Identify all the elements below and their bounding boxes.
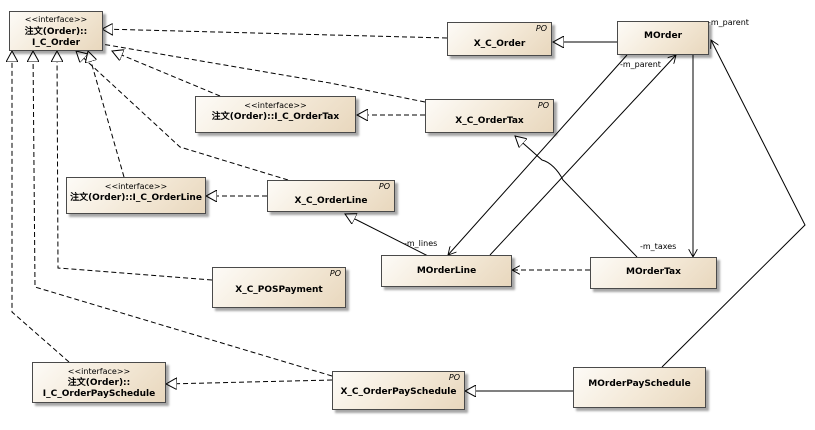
- class-name-line1: 注文(Order)::: [24, 27, 88, 37]
- realize-xcorderpayschedule-icorder: [33, 51, 333, 377]
- generalize-morderline-xcorderline: [345, 214, 431, 258]
- class-i-c-orderline: <<interface>> 注文(Order)::I_C_OrderLine: [66, 177, 206, 214]
- generalize-mordertax-xcordertax: [515, 136, 638, 258]
- class-name: MOrderTax: [626, 267, 681, 277]
- stereotype-label: <<interface>>: [104, 182, 168, 191]
- class-i-c-ordertax: <<interface>> 注文(Order)::I_C_OrderTax: [195, 96, 356, 133]
- realize-icordertax-icorder: [112, 51, 221, 97]
- class-morderpayschedule: MOrderPaySchedule: [573, 367, 706, 408]
- role-m-parent-mid: -m_parent: [620, 60, 661, 69]
- class-name: X_C_OrderPaySchedule: [340, 387, 457, 397]
- class-x-c-orderpayschedule: PO X_C_OrderPaySchedule: [332, 371, 465, 410]
- class-name: X_C_POSPayment: [235, 285, 323, 295]
- po-tag: PO: [535, 24, 547, 33]
- po-tag: PO: [378, 182, 390, 191]
- po-tag: PO: [448, 373, 460, 382]
- assoc-morderline-morder: [489, 55, 676, 256]
- realize-icorderline-icorder: [88, 51, 125, 178]
- class-x-c-ordertax: PO X_C_OrderTax: [425, 99, 554, 133]
- role-m-lines: -m_lines: [404, 239, 438, 248]
- class-morder: MOrder: [617, 21, 709, 55]
- assoc-morder-morderline: [448, 54, 628, 255]
- class-name-line1: 注文(Order)::: [67, 378, 131, 388]
- class-i-c-order: <<interface>> 注文(Order):: I_C_Order: [9, 11, 103, 51]
- realize-xcorderpayschedule-icorderpayschedule: [166, 380, 333, 384]
- class-name: X_C_OrderTax: [455, 116, 524, 126]
- realize-xcpospayment-icorder: [57, 51, 213, 281]
- realize-icorderpayschedule-icorder: [12, 51, 70, 363]
- assoc-morderpayschedule-morder: [661, 40, 806, 368]
- class-name-line2: I_C_OrderPaySchedule: [42, 389, 156, 399]
- stereotype-label: <<interface>>: [24, 15, 88, 24]
- po-tag: PO: [329, 269, 341, 278]
- class-x-c-order: PO X_C_Order: [447, 22, 552, 56]
- stereotype-label: <<interface>>: [244, 101, 307, 110]
- class-x-c-pospayment: PO X_C_POSPayment: [212, 267, 346, 308]
- realize-xcorder-icorder: [102, 29, 448, 39]
- role-m-taxes: -m_taxes: [640, 242, 677, 251]
- class-mordertax: MOrderTax: [590, 257, 717, 289]
- class-name: MOrderLine: [416, 266, 477, 276]
- class-i-c-orderpayschedule: <<interface>> 注文(Order):: I_C_OrderPaySc…: [32, 362, 166, 403]
- class-name: MOrder: [643, 31, 683, 41]
- realize-xcordertax-icorder: [90, 42, 426, 103]
- class-x-c-orderline: PO X_C_OrderLine: [267, 180, 395, 212]
- class-name-line2: I_C_Order: [31, 38, 81, 48]
- class-morderline: MOrderLine: [381, 255, 512, 287]
- class-name: 注文(Order)::I_C_OrderTax: [211, 112, 340, 122]
- role-m-parent-top: -m_parent: [708, 18, 749, 27]
- po-tag: PO: [537, 101, 549, 110]
- stereotype-label: <<interface>>: [67, 367, 131, 376]
- class-name: MOrderPaySchedule: [588, 379, 691, 389]
- class-name: 注文(Order)::I_C_OrderLine: [70, 193, 202, 203]
- realize-xcorderline-icorder: [76, 51, 289, 181]
- class-name: X_C_OrderLine: [294, 196, 368, 206]
- class-name: X_C_Order: [473, 39, 526, 49]
